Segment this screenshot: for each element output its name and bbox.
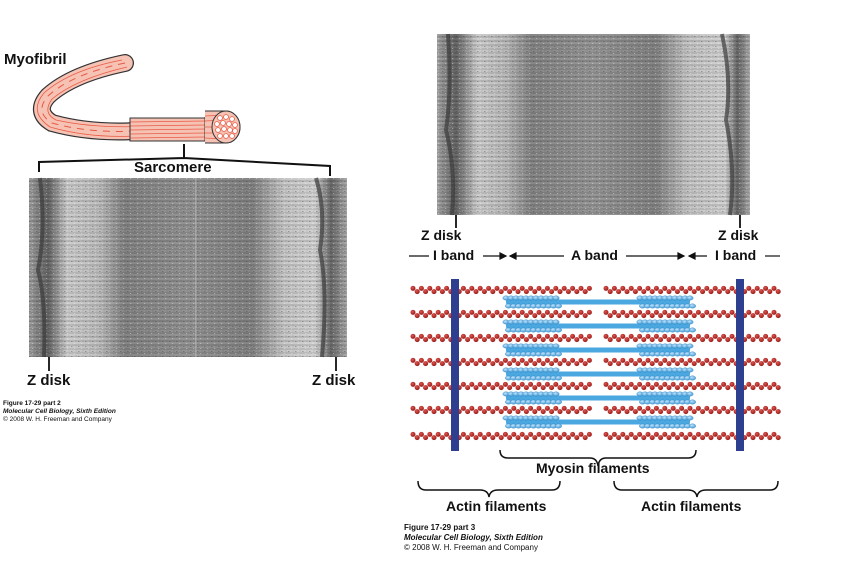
caption-copyright: © 2008 W. H. Freeman and Company: [404, 543, 538, 552]
actin-filament: [410, 285, 592, 295]
right-micrograph: [437, 33, 750, 216]
z-disk-left-label: Z disk: [27, 372, 71, 389]
actin-filaments-right-label: Actin filaments: [641, 498, 742, 514]
left-micrograph: [29, 177, 347, 358]
i-band-right-label: I band: [715, 247, 757, 263]
actin-filament: [603, 431, 781, 441]
actin-filaments: [410, 285, 781, 441]
sarcomere-bracket: [38, 144, 331, 176]
actin-filament: [410, 309, 592, 319]
myosin-filaments: [502, 295, 696, 429]
myofibril-illustration: [33, 54, 241, 144]
myosin-filament: [502, 391, 696, 405]
z-disk-right-label-right: Z disk: [718, 227, 759, 243]
actin-filament: [603, 285, 781, 295]
actin-filament: [603, 381, 781, 391]
actin-filament: [603, 333, 781, 343]
caption-figure: Figure 17-29 part 2: [3, 400, 61, 407]
z-disk-left-label-right: Z disk: [421, 227, 462, 243]
z-line-left: [451, 279, 459, 451]
actin-filament: [410, 405, 592, 415]
z-disk-right-label: Z disk: [312, 372, 356, 389]
caption-book: Molecular Cell Biology, Sixth Edition: [3, 408, 116, 415]
actin-filament: [410, 333, 592, 343]
myosin-brace: [499, 449, 697, 467]
myosin-filament: [502, 343, 696, 357]
caption-book: Molecular Cell Biology, Sixth Edition: [404, 533, 543, 542]
filament-diagram: [410, 279, 781, 451]
myosin-filament: [502, 319, 696, 333]
caption-figure: Figure 17-29 part 3: [404, 523, 476, 532]
a-band-label: A band: [571, 247, 618, 263]
myosin-filament: [502, 295, 696, 309]
sarcomere-label: Sarcomere: [134, 159, 212, 176]
figure-caption-left: Figure 17-29 part 2 Molecular Cell Biolo…: [3, 400, 116, 424]
actin-filament: [410, 431, 592, 441]
actin-filament: [410, 381, 592, 391]
myosin-filament: [502, 367, 696, 381]
caption-copyright: © 2008 W. H. Freeman and Company: [3, 416, 112, 423]
i-band-left-label: I band: [433, 247, 475, 263]
figure-caption-right: Figure 17-29 part 3 Molecular Cell Biolo…: [404, 523, 543, 553]
actin-filament: [603, 357, 781, 367]
actin-filament: [603, 309, 781, 319]
band-arrows: [409, 252, 780, 260]
actin-brace-right: [613, 480, 779, 498]
myofibril-label: Myofibril: [4, 51, 67, 68]
actin-filament: [410, 357, 592, 367]
actin-filaments-left-label: Actin filaments: [446, 498, 547, 514]
actin-brace-left: [417, 480, 561, 498]
myosin-filament: [502, 415, 696, 429]
z-line-right: [736, 279, 744, 451]
myosin-filaments-label: Myosin filaments: [536, 460, 650, 476]
actin-filament: [603, 405, 781, 415]
